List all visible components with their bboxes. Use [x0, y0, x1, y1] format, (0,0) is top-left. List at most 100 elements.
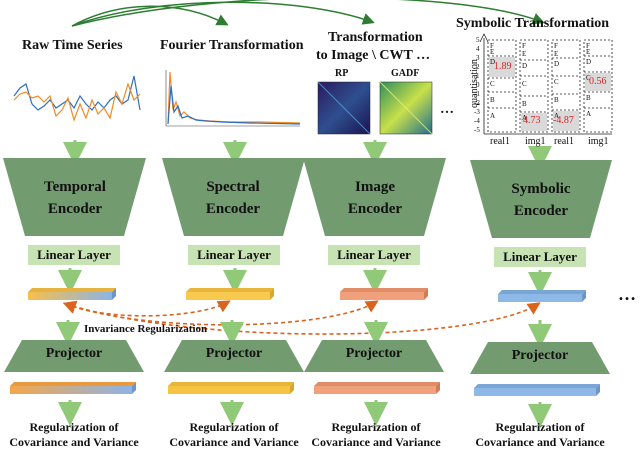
cell-letter: B [586, 94, 591, 102]
linear-layer-label: Linear Layer [37, 247, 111, 262]
regularization-line1: Regularization of [495, 420, 585, 434]
image-title-line2: to Image \ CWT … [316, 48, 431, 63]
cell-letter: E [586, 48, 591, 56]
projector-label: Projector [345, 346, 403, 361]
linear-layer-bg-4 [494, 247, 586, 267]
image-ellipsis: … [440, 102, 454, 117]
cell-letter: E [490, 48, 495, 56]
cell-letter: E [522, 50, 527, 58]
projector-label: Projector [205, 346, 263, 361]
symbolic-highlight-2 [585, 73, 611, 91]
symbolic-highlight-1 [489, 57, 515, 77]
symbolic-value-4: -4.87 [553, 115, 574, 126]
spectral-encoder-line1: Spectral [206, 179, 260, 195]
cell-letter: B [554, 96, 559, 104]
linear-layer-label: Linear Layer [197, 247, 271, 262]
cell-letter: A [490, 112, 496, 120]
y-tick: 4 [476, 45, 480, 53]
y-tick: -5 [474, 126, 480, 134]
temporal-encoder-label: Temporal Encoder [28, 176, 122, 220]
linear-layer-bg-3 [328, 245, 420, 265]
image-title-line1: Transformation [328, 30, 423, 45]
regularization-line1: Regularization of [189, 420, 279, 434]
y-tick: 1 [476, 72, 480, 80]
cell-letter: C [554, 78, 559, 86]
regularization-label: Regularization of Covariance and Varianc… [306, 420, 446, 450]
symbolic-encoder-line1: Symbolic [511, 181, 571, 197]
embedding-spectral [186, 288, 274, 300]
cell-letter: C [586, 74, 591, 82]
x-label-4: img1 [588, 136, 609, 147]
cell-letter: F [522, 42, 526, 50]
projector-spectral [164, 340, 304, 372]
cell-letter: B [490, 96, 495, 104]
symbolic-highlight-4 [553, 111, 579, 131]
symbolic-grid [479, 33, 613, 135]
raw-time-series-title: Raw Time Series [22, 38, 123, 53]
y-tick: -3 [474, 108, 480, 116]
projection-image [314, 382, 440, 394]
regularization-label: Regularization of Covariance and Varianc… [4, 420, 144, 450]
linear-layer-label: Linear Layer [503, 249, 577, 264]
y-tick: 2 [476, 63, 480, 71]
y-tick: 3 [476, 54, 480, 62]
projector-label: Projector [45, 346, 103, 361]
fourier-plot [165, 70, 301, 127]
x-label-1: real1 [490, 136, 510, 147]
regularization-line1: Regularization of [29, 420, 119, 434]
embedding-symbolic [498, 290, 586, 302]
image-encoder-line2: Encoder [347, 201, 403, 217]
x-label-2: img1 [525, 136, 546, 147]
cell-letter: C [490, 80, 495, 88]
cell-letter: D [522, 62, 528, 70]
spectral-encoder [162, 158, 305, 236]
symbolic-value-3: 4.73 [523, 115, 541, 126]
symbolic-title: Symbolic Transformation [456, 16, 610, 31]
cell-letter: D [586, 58, 592, 66]
linear-layer-bg-1 [28, 245, 120, 265]
embedding-image [340, 288, 428, 300]
y-tick: 0 [476, 81, 480, 89]
regularization-label: Regularization of Covariance and Varianc… [470, 420, 610, 450]
cell-letter: C [522, 80, 527, 88]
cell-letter: F [490, 42, 494, 50]
raw-time-series-plot [13, 75, 141, 122]
projection-spectral [168, 382, 294, 394]
projector-label: Projector [511, 348, 569, 363]
top-arrow-to-symbolic [71, 0, 545, 27]
projector-symbolic [470, 342, 610, 374]
gadf-label: GADF [391, 68, 420, 79]
embedding-temporal [28, 288, 116, 300]
fourier-title: Fourier Transformation [160, 38, 304, 53]
temporal-encoder-line2: Encoder [47, 201, 103, 217]
cell-letter: E [554, 50, 559, 58]
invariance-arrow-symbolic [62, 300, 541, 335]
symbolic-value-1: 1.89 [494, 61, 512, 72]
cell-letter: D [490, 58, 496, 66]
rp-label: RP [335, 68, 349, 79]
linear-layer-bg-2 [188, 245, 280, 265]
top-arrow-to-fourier [71, 5, 229, 27]
symbolic-encoder-line2: Encoder [513, 203, 569, 219]
y-tick: -1 [474, 90, 480, 98]
linear-layer-label: Linear Layer [337, 247, 411, 262]
spectral-encoder-line2: Encoder [205, 201, 261, 217]
symbolic-encoder [470, 160, 612, 238]
invariance-label: Invariance Regularization [84, 323, 208, 335]
spectral-encoder-label: Spectral Encoder [186, 176, 280, 220]
regularization-label: Regularization of Covariance and Varianc… [164, 420, 304, 450]
temporal-encoder [3, 158, 146, 236]
projection-temporal [10, 382, 136, 394]
regularization-line2: Covariance and Variance [9, 435, 139, 449]
image-encoder-line1: Image [355, 179, 395, 195]
y-tick: -2 [474, 99, 480, 107]
cell-letter: F [586, 42, 590, 50]
projector-image [304, 340, 444, 372]
projection-symbolic [474, 384, 600, 396]
cell-letter: D [554, 60, 560, 68]
more-encoders-ellipsis: … [618, 284, 636, 304]
cell-letter: A [522, 114, 528, 122]
regularization-line1: Regularization of [331, 420, 421, 434]
image-encoder-label: Image Encoder [328, 176, 422, 220]
